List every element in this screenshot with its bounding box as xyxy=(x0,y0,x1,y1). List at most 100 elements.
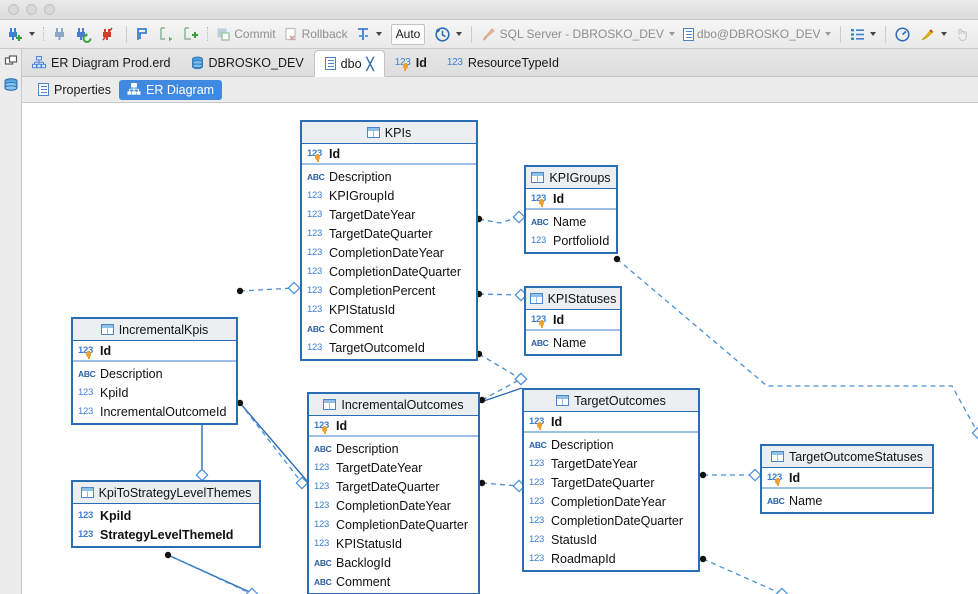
relationship-kpigroups-to-portfolios[interactable] xyxy=(616,258,978,434)
window-close-button[interactable] xyxy=(8,4,19,15)
rollback-button[interactable]: Rollback xyxy=(281,23,351,45)
grid-presentation-button[interactable] xyxy=(847,23,879,45)
relationship-incrementaloutcomes-to-targetoutcomes[interactable] xyxy=(481,378,522,401)
relationship-targetoutcomes-to-roadmaps[interactable] xyxy=(702,558,783,594)
relationship-incrementaloutcomes-to-kpistatuses[interactable] xyxy=(481,482,520,487)
relationship-kpis-to-kpistatuses[interactable] xyxy=(478,293,522,296)
close-icon[interactable]: ╳ xyxy=(366,56,374,71)
rail-item-database-navigator[interactable] xyxy=(0,73,22,97)
subtab-properties[interactable]: Properties xyxy=(30,80,119,100)
relationship-solid-3[interactable] xyxy=(477,387,523,404)
savepoint-button[interactable] xyxy=(156,23,178,45)
window-minimize-button[interactable] xyxy=(26,4,37,15)
commit-button[interactable]: Commit xyxy=(213,23,278,45)
window-zoom-button[interactable] xyxy=(44,4,55,15)
tab-dbo[interactable]: dbo ╳ xyxy=(313,50,385,77)
history-button[interactable] xyxy=(431,23,465,45)
relationship-solid-0[interactable] xyxy=(239,402,308,482)
relationship-kpis-to-targetoutcomes[interactable] xyxy=(478,353,522,380)
tab-resourcetypeid[interactable]: 123 ResourceTypeId xyxy=(437,49,569,76)
pointer-tool-button[interactable] xyxy=(952,23,974,45)
driver-selector[interactable]: SQL Server - DBROSKO_DEV xyxy=(478,23,678,45)
tab-dbrosko-dev[interactable]: DBROSKO_DEV xyxy=(181,49,314,76)
tab-er-diagram-prod[interactable]: ER Diagram Prod.erd xyxy=(22,49,181,76)
relationship-kpis-to-kpigroups[interactable] xyxy=(478,216,520,224)
schema-selector[interactable]: dbo@DBROSKO_DEV xyxy=(680,23,835,45)
chevron-down-icon[interactable] xyxy=(940,32,947,36)
chevron-down-icon[interactable] xyxy=(825,32,832,36)
add-savepoint-button[interactable] xyxy=(180,23,202,45)
relationship-incrementalkpis-to-kpis[interactable] xyxy=(239,287,295,292)
transaction-mode-button[interactable] xyxy=(132,23,154,45)
dashboard-button[interactable] xyxy=(891,23,914,45)
chevron-down-icon[interactable] xyxy=(456,32,463,36)
transaction-mode-select[interactable]: Auto xyxy=(390,23,426,45)
subtab-er-diagram[interactable]: ER Diagram xyxy=(118,79,223,100)
chevron-down-icon[interactable] xyxy=(29,32,35,36)
chevron-down-icon[interactable] xyxy=(668,32,675,36)
tab-id[interactable]: 123 Id xyxy=(385,49,437,76)
rail-item-projects[interactable] xyxy=(0,49,22,73)
transaction-log-button[interactable] xyxy=(353,23,385,45)
sql-formatter-button[interactable] xyxy=(916,23,950,45)
reconnect-button[interactable] xyxy=(73,23,96,45)
connect-button[interactable] xyxy=(49,23,71,45)
relationship-kpitostrategylevelthemes-bottom[interactable] xyxy=(167,554,253,594)
chevron-down-icon[interactable] xyxy=(375,32,382,36)
relationship-incrementalkpis-to-incrementaloutcomes[interactable] xyxy=(239,402,303,484)
chevron-down-icon[interactable] xyxy=(869,32,876,36)
new-connection-button[interactable] xyxy=(4,23,38,45)
disconnect-button[interactable] xyxy=(98,23,120,45)
